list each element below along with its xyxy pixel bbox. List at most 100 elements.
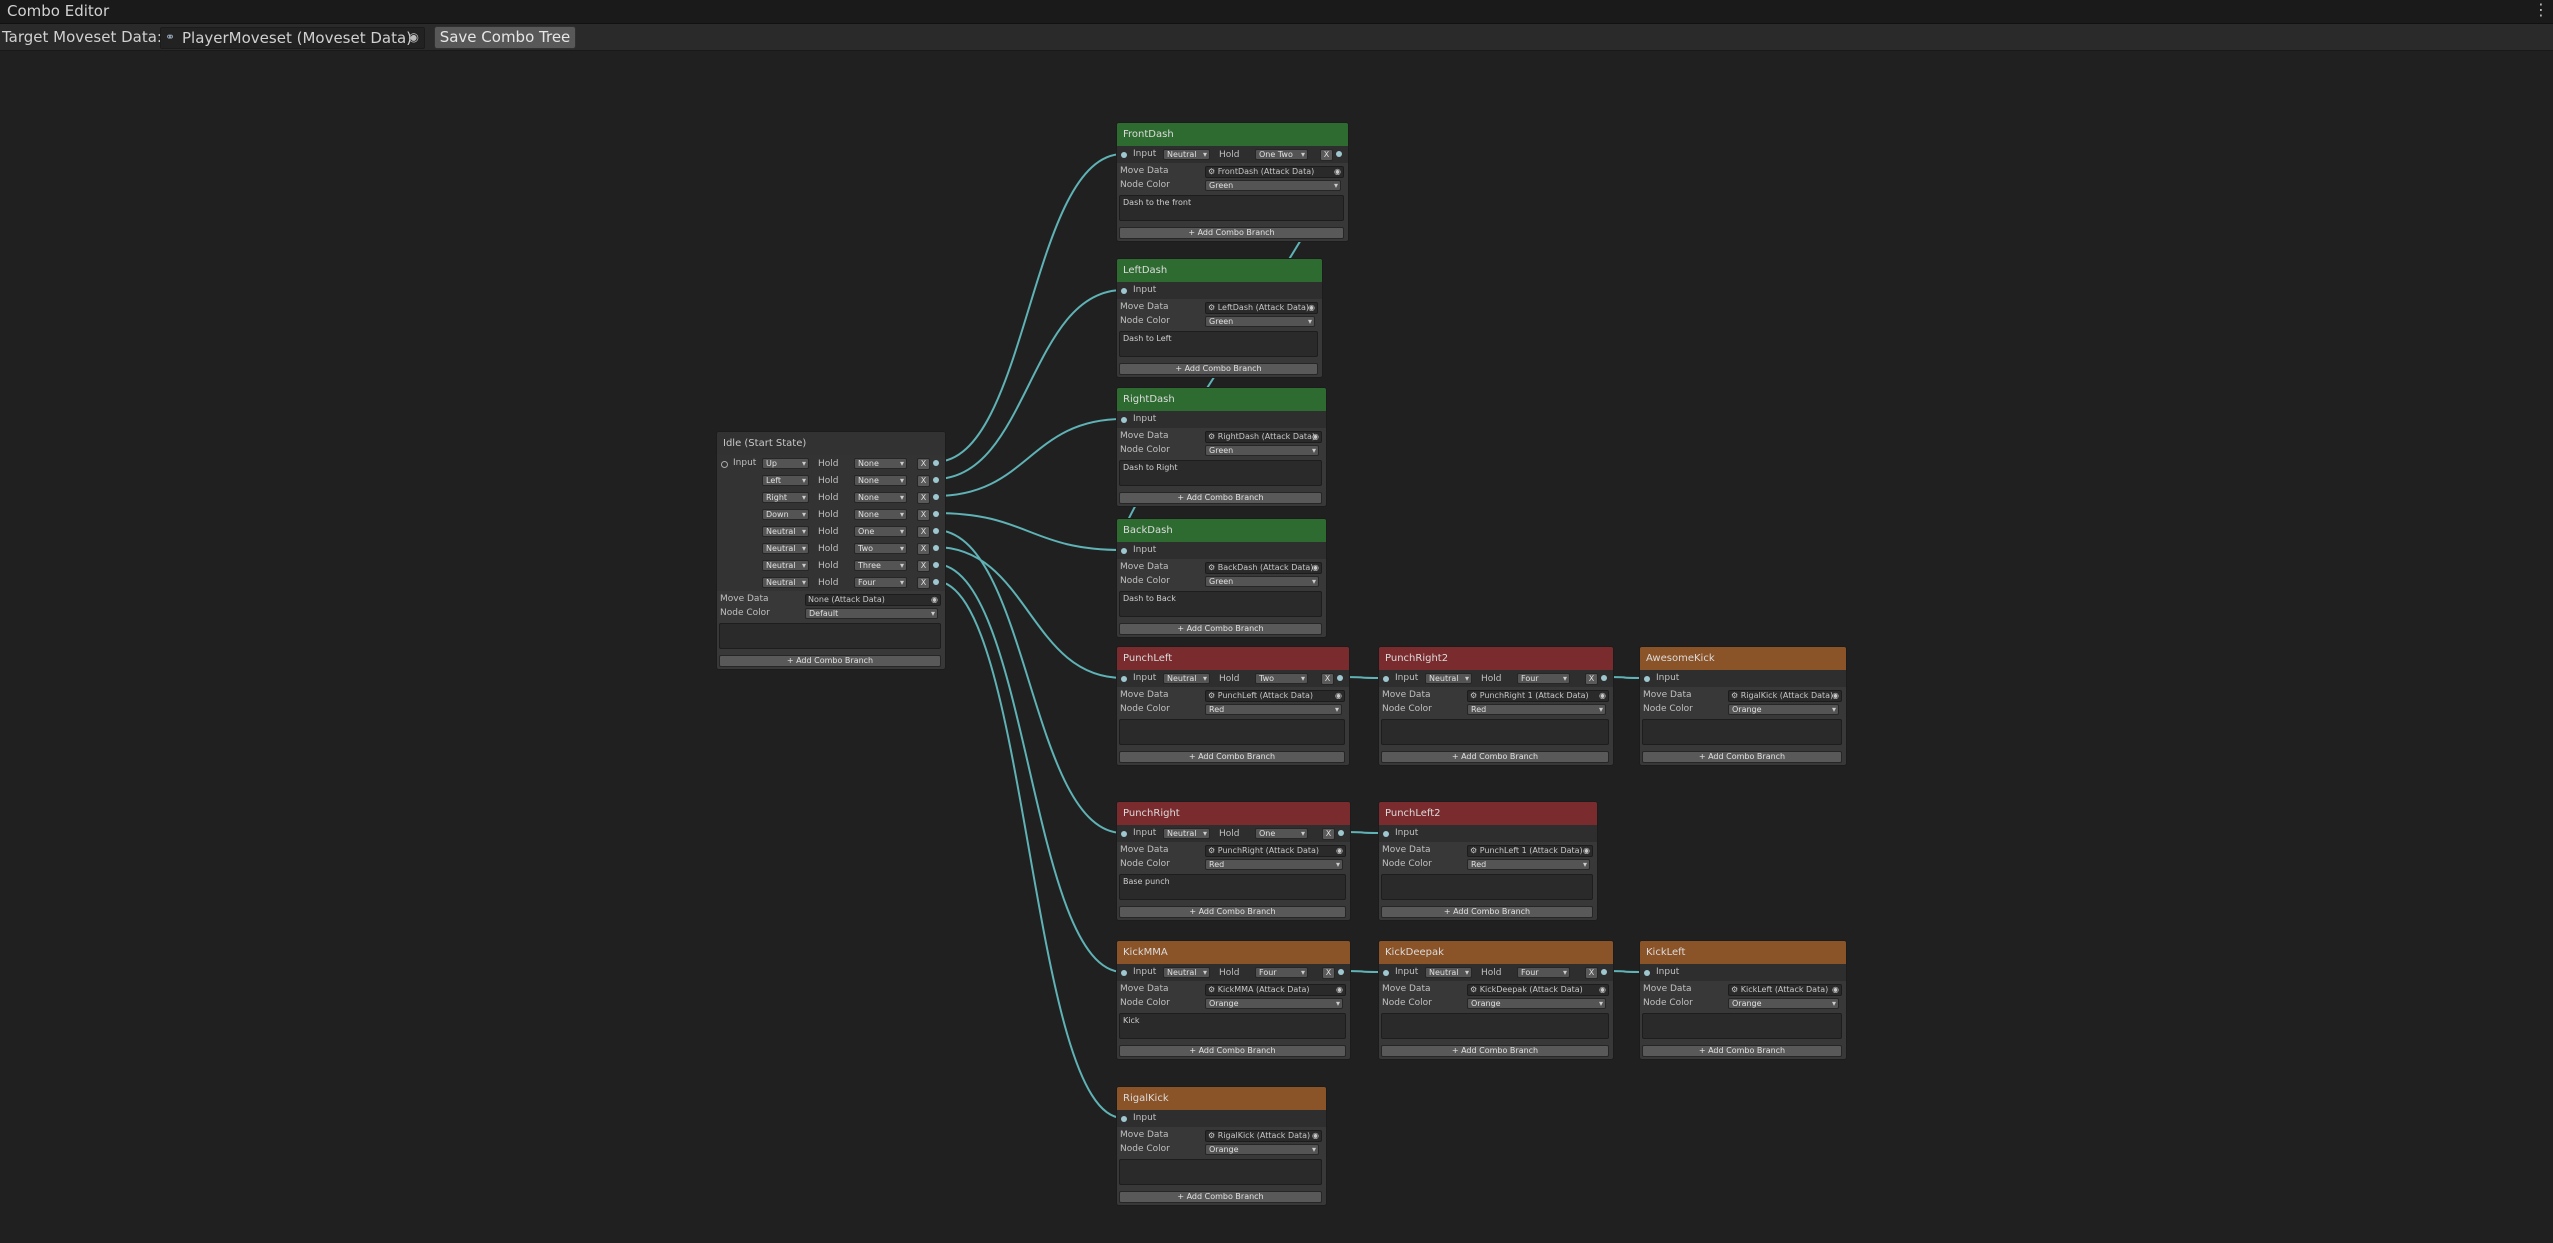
branch-output-port-icon[interactable] <box>1338 830 1344 836</box>
object-picker-icon[interactable]: ◉ <box>1312 432 1319 441</box>
branch-hold-dropdown[interactable]: Four <box>854 577 907 588</box>
object-picker-icon[interactable]: ◉ <box>1312 1131 1319 1140</box>
branch-direction-dropdown[interactable]: Down <box>762 509 809 520</box>
node-header[interactable]: Idle (Start State) <box>717 432 945 455</box>
input-port-icon[interactable] <box>1121 417 1127 423</box>
remove-branch-button[interactable]: X <box>1320 149 1333 161</box>
branch-hold-dropdown[interactable]: One <box>854 526 907 537</box>
node-header[interactable]: RigalKick <box>1117 1087 1326 1110</box>
branch-direction-dropdown[interactable]: Neutral <box>762 526 809 537</box>
description-textarea[interactable] <box>1642 719 1842 745</box>
branch-output-port-icon[interactable] <box>933 477 939 483</box>
remove-branch-button[interactable]: X <box>917 543 930 555</box>
node-header[interactable]: KickLeft <box>1640 941 1846 964</box>
description-textarea[interactable]: Dash to Back <box>1119 591 1322 617</box>
description-textarea[interactable] <box>1642 1013 1842 1039</box>
input-port-icon[interactable] <box>1383 970 1389 976</box>
object-picker-icon[interactable]: ◉ <box>1336 985 1343 994</box>
object-picker-icon[interactable]: ◉ <box>1308 303 1315 312</box>
input-port-icon[interactable] <box>1121 676 1127 682</box>
node-header[interactable]: LeftDash <box>1117 259 1322 282</box>
object-picker-icon[interactable]: ◉ <box>1832 985 1839 994</box>
branch-direction-dropdown[interactable]: Neutral <box>1163 673 1210 684</box>
add-combo-branch-button[interactable]: + Add Combo Branch <box>1119 227 1344 239</box>
branch-output-port-icon[interactable] <box>933 528 939 534</box>
branch-output-port-icon[interactable] <box>933 460 939 466</box>
description-textarea[interactable]: Dash to Left <box>1119 331 1318 357</box>
node-header[interactable]: PunchRight2 <box>1379 647 1613 670</box>
add-combo-branch-button[interactable]: + Add Combo Branch <box>1119 1191 1322 1203</box>
object-picker-icon[interactable]: ◉ <box>931 595 938 604</box>
add-combo-branch-button[interactable]: + Add Combo Branch <box>1119 1045 1346 1057</box>
node-header[interactable]: RightDash <box>1117 388 1326 411</box>
remove-branch-button[interactable]: X <box>1322 828 1335 840</box>
combo-node-frontdash[interactable]: FrontDashInputNeutralHoldOne TwoXMove Da… <box>1116 122 1349 242</box>
add-combo-branch-button[interactable]: + Add Combo Branch <box>1119 492 1322 504</box>
node-header[interactable]: PunchRight <box>1117 802 1350 825</box>
node-color-dropdown[interactable]: Red <box>1205 859 1343 870</box>
branch-output-port-icon[interactable] <box>933 494 939 500</box>
input-port-icon[interactable] <box>1121 548 1127 554</box>
node-color-dropdown[interactable]: Red <box>1467 859 1590 870</box>
branch-hold-dropdown[interactable]: None <box>854 458 907 469</box>
move-data-field[interactable]: ⚙ RigalKick (Attack Data)◉ <box>1205 1130 1322 1142</box>
description-textarea[interactable]: Dash to Right <box>1119 460 1322 486</box>
add-combo-branch-button[interactable]: + Add Combo Branch <box>1642 751 1842 763</box>
kebab-menu-icon[interactable]: ⋮ <box>2533 0 2549 19</box>
branch-output-port-icon[interactable] <box>933 545 939 551</box>
description-textarea[interactable]: Kick <box>1119 1013 1346 1039</box>
combo-node-kickmma[interactable]: KickMMAInputNeutralHoldFourXMove Data⚙ K… <box>1116 940 1351 1060</box>
branch-output-port-icon[interactable] <box>1337 675 1343 681</box>
remove-branch-button[interactable]: X <box>917 509 930 521</box>
input-port-icon[interactable] <box>1383 676 1389 682</box>
branch-hold-dropdown[interactable]: Four <box>1517 673 1570 684</box>
branch-output-port-icon[interactable] <box>933 511 939 517</box>
branch-direction-dropdown[interactable]: Neutral <box>1425 967 1472 978</box>
object-picker-icon[interactable]: ◉ <box>1334 167 1341 176</box>
combo-node-kickdeepak[interactable]: KickDeepakInputNeutralHoldFourXMove Data… <box>1378 940 1614 1060</box>
branch-hold-dropdown[interactable]: Two <box>854 543 907 554</box>
move-data-field[interactable]: None (Attack Data)◉ <box>805 594 941 606</box>
node-color-dropdown[interactable]: Green <box>1205 316 1315 327</box>
remove-branch-button[interactable]: X <box>917 492 930 504</box>
target-moveset-field[interactable]: ⚭ PlayerMoveset (Moveset Data) ◉ <box>160 27 425 49</box>
node-header[interactable]: KickMMA <box>1117 941 1350 964</box>
add-combo-branch-button[interactable]: + Add Combo Branch <box>1642 1045 1842 1057</box>
node-color-dropdown[interactable]: Red <box>1205 704 1342 715</box>
node-color-dropdown[interactable]: Green <box>1205 445 1319 456</box>
node-header[interactable]: PunchLeft2 <box>1379 802 1597 825</box>
move-data-field[interactable]: ⚙ PunchLeft 1 (Attack Data)◉ <box>1467 845 1593 857</box>
node-header[interactable]: KickDeepak <box>1379 941 1613 964</box>
add-combo-branch-button[interactable]: + Add Combo Branch <box>1119 751 1345 763</box>
combo-node-punchright2[interactable]: PunchRight2InputNeutralHoldFourXMove Dat… <box>1378 646 1614 766</box>
object-picker-icon[interactable]: ◉ <box>408 30 419 44</box>
add-combo-branch-button[interactable]: + Add Combo Branch <box>1119 623 1322 635</box>
graph-canvas[interactable]: Idle (Start State)InputUpHoldNoneXLeftHo… <box>0 51 2553 1243</box>
node-color-dropdown[interactable]: Green <box>1205 576 1319 587</box>
input-port-icon[interactable] <box>1121 152 1127 158</box>
input-port-icon[interactable] <box>1121 970 1127 976</box>
description-textarea[interactable]: Base punch <box>1119 874 1346 900</box>
add-combo-branch-button[interactable]: + Add Combo Branch <box>719 655 941 667</box>
input-port-icon[interactable] <box>1383 831 1389 837</box>
input-port-icon[interactable] <box>1644 970 1650 976</box>
remove-branch-button[interactable]: X <box>917 475 930 487</box>
branch-output-port-icon[interactable] <box>1601 969 1607 975</box>
remove-branch-button[interactable]: X <box>917 458 930 470</box>
branch-hold-dropdown[interactable]: Four <box>1517 967 1570 978</box>
combo-node-start[interactable]: Idle (Start State)InputUpHoldNoneXLeftHo… <box>716 431 946 670</box>
branch-output-port-icon[interactable] <box>933 562 939 568</box>
input-port-icon[interactable] <box>721 461 728 468</box>
branch-direction-dropdown[interactable]: Neutral <box>762 560 809 571</box>
description-textarea[interactable]: Dash to the front <box>1119 195 1344 221</box>
save-combo-tree-button[interactable]: Save Combo Tree <box>434 26 576 49</box>
add-combo-branch-button[interactable]: + Add Combo Branch <box>1381 1045 1609 1057</box>
object-picker-icon[interactable]: ◉ <box>1832 691 1839 700</box>
combo-node-punchleft[interactable]: PunchLeftInputNeutralHoldTwoXMove Data⚙ … <box>1116 646 1350 766</box>
node-color-dropdown[interactable]: Orange <box>1467 998 1606 1009</box>
branch-hold-dropdown[interactable]: One Two <box>1255 149 1308 160</box>
move-data-field[interactable]: ⚙ KickDeepak (Attack Data)◉ <box>1467 984 1609 996</box>
branch-hold-dropdown[interactable]: None <box>854 475 907 486</box>
description-textarea[interactable] <box>1119 1159 1322 1185</box>
